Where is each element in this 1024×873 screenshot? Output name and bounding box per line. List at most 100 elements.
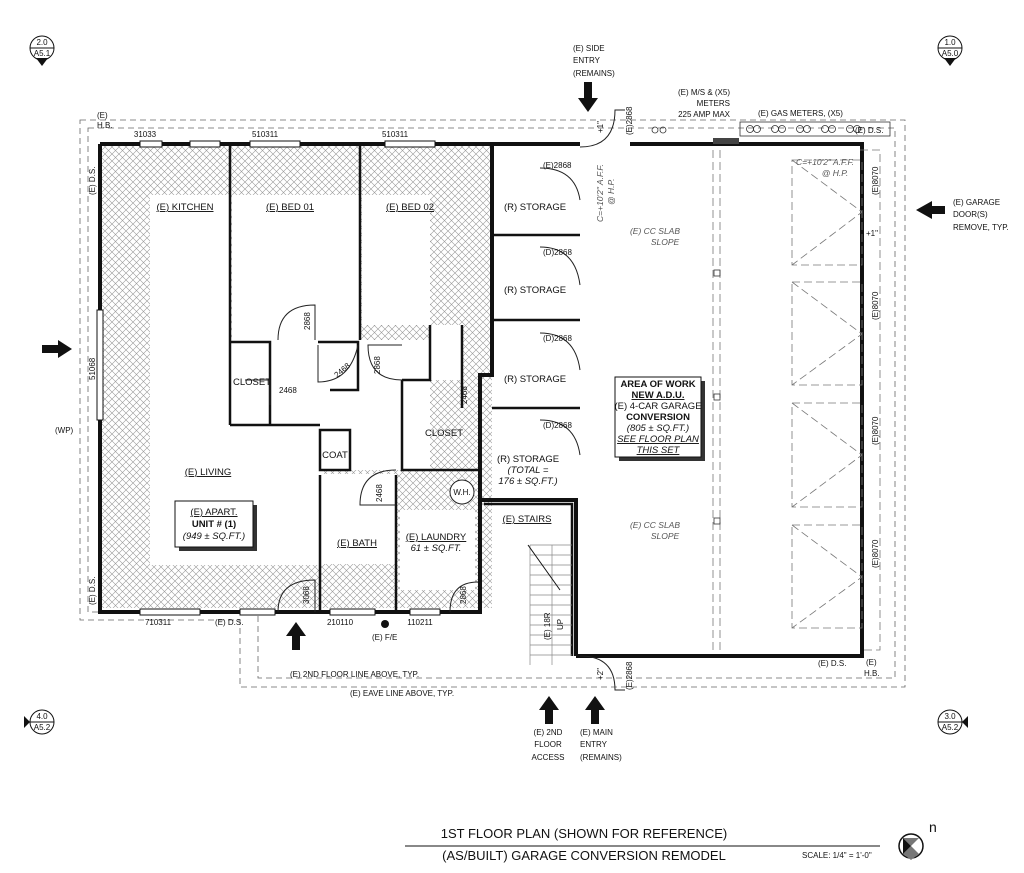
work-line2: NEW A.D.U. xyxy=(632,390,685,401)
svg-text:H.B.: H.B. xyxy=(864,669,880,678)
wh-label: W.H. xyxy=(453,488,470,497)
svg-text:(E)8070: (E)8070 xyxy=(871,291,880,320)
room-labels: (E) KITCHEN (E) BED 01 (E) BED 02 CLOSET… xyxy=(157,202,567,554)
storage-total-1: (TOTAL = xyxy=(508,465,549,476)
svg-text:2468: 2468 xyxy=(279,386,297,395)
svg-text:225 AMP MAX: 225 AMP MAX xyxy=(678,110,731,119)
svg-text:@ H.P.: @ H.P. xyxy=(822,168,848,178)
svg-text:(E) D.S.: (E) D.S. xyxy=(818,659,846,668)
svg-text:ENTRY: ENTRY xyxy=(580,740,608,749)
room-living: (E) LIVING xyxy=(185,467,231,478)
section-marker-bl: 4.0 A5.2 xyxy=(24,709,55,735)
svg-text:ENTRY: ENTRY xyxy=(573,56,601,65)
svg-text:(E) GARAGE: (E) GARAGE xyxy=(953,198,1000,207)
svg-text:(E) D.S.: (E) D.S. xyxy=(855,126,883,135)
svg-text:SLOPE: SLOPE xyxy=(651,531,680,541)
title-block: 1ST FLOOR PLAN (SHOWN FOR REFERENCE) (AS… xyxy=(405,819,937,863)
svg-text:SLOPE: SLOPE xyxy=(651,237,680,247)
hatched-floor xyxy=(102,146,492,608)
exterior-wall-garage xyxy=(492,142,864,658)
svg-text:(E) MAIN: (E) MAIN xyxy=(580,728,613,737)
arrow-main-entry xyxy=(585,696,605,724)
svg-text:(E) 2ND FLOOR LINE ABOVE, TYP.: (E) 2ND FLOOR LINE ABOVE, TYP. xyxy=(290,670,419,679)
svg-text:+1": +1" xyxy=(596,121,605,133)
room-storage-4: (R) STORAGE xyxy=(497,454,559,465)
work-line7: THIS SET xyxy=(637,445,681,456)
storage-total-2: 176 ± SQ.FT.) xyxy=(498,476,557,487)
arrow-side-entry xyxy=(578,82,598,112)
svg-text:(E): (E) xyxy=(97,111,108,120)
unit-line3: (949 ± SQ.FT.) xyxy=(183,531,245,542)
svg-text:ACCESS: ACCESS xyxy=(532,753,565,762)
svg-text:2468: 2468 xyxy=(375,484,384,502)
svg-text:2868: 2868 xyxy=(373,356,382,374)
windows xyxy=(96,140,441,616)
svg-text:(E) M/S & (X5): (E) M/S & (X5) xyxy=(678,88,730,97)
svg-text:(E) 18R: (E) 18R xyxy=(543,612,552,640)
svg-text:(D)2868: (D)2868 xyxy=(543,334,572,343)
exterior-annotations: (E) SIDE ENTRY (REMAINS) (E) M/S & (X5) … xyxy=(55,44,1009,762)
svg-text:210110: 210110 xyxy=(327,618,354,627)
svg-text:51068: 51068 xyxy=(88,357,97,380)
room-storage-3: (R) STORAGE xyxy=(504,374,566,385)
section-marker-tr: 1.0 A5.0 xyxy=(937,35,963,66)
room-storage-2: (R) STORAGE xyxy=(504,285,566,296)
svg-text:(E) D.S.: (E) D.S. xyxy=(215,618,243,627)
svg-text:2.0: 2.0 xyxy=(36,38,48,47)
svg-text:(E) D.S.: (E) D.S. xyxy=(88,577,97,605)
svg-text:2468: 2468 xyxy=(460,386,469,404)
svg-text:110211: 110211 xyxy=(407,618,433,627)
svg-text:REMOVE, TYP.: REMOVE, TYP. xyxy=(953,223,1009,232)
unit-line1: (E) APART. xyxy=(190,507,237,518)
second-floor-line xyxy=(87,127,896,679)
room-storage-1: (R) STORAGE xyxy=(504,202,566,213)
garage-notes: C=+10'2" A.F.F. @ H.P. C=+10'2" A.F.F. @… xyxy=(543,121,878,680)
water-heater xyxy=(449,479,475,505)
section-marker-br: 3.0 A5.2 xyxy=(937,709,968,735)
room-laundry: (E) LAUNDRY xyxy=(406,532,467,543)
svg-text:+1": +1" xyxy=(866,229,878,238)
svg-text:4.0: 4.0 xyxy=(36,712,48,721)
eave-line xyxy=(79,119,906,688)
door-window-tags: 31033 510311 510311 710311 210110 110211… xyxy=(88,106,880,690)
svg-text:H.B.: H.B. xyxy=(97,121,113,130)
svg-text:(REMAINS): (REMAINS) xyxy=(573,69,615,78)
unit-box: (E) APART. UNIT # (1) (949 ± SQ.FT.) xyxy=(174,500,257,551)
scale-label: SCALE: 1/4" = 1'-0" xyxy=(802,851,872,860)
work-area-box: AREA OF WORK NEW A.D.U. (E) 4-CAR GARAGE… xyxy=(614,376,705,461)
room-bed01: (E) BED 01 xyxy=(266,202,314,213)
room-laundry-area: 61 ± SQ.FT. xyxy=(411,543,462,554)
svg-text:(D)2868: (D)2868 xyxy=(543,421,572,430)
room-coat: COAT xyxy=(322,450,348,461)
svg-text:(D)2868: (D)2868 xyxy=(543,248,572,257)
svg-text:A5.2: A5.2 xyxy=(34,723,51,732)
svg-text:(E) SIDE: (E) SIDE xyxy=(573,44,605,53)
arrow-garage-doors xyxy=(916,201,945,219)
svg-text:(E)8070: (E)8070 xyxy=(871,166,880,195)
svg-text:(E): (E) xyxy=(866,658,877,667)
svg-text:(E) CC SLAB: (E) CC SLAB xyxy=(630,226,680,236)
north-label: n xyxy=(929,819,937,835)
arrow-west xyxy=(42,340,72,358)
svg-text:FLOOR: FLOOR xyxy=(534,740,562,749)
svg-text:31033: 31033 xyxy=(134,130,157,139)
svg-text:710311: 710311 xyxy=(145,618,172,627)
svg-text:2868: 2868 xyxy=(459,586,468,604)
work-line6: SEE FLOOR PLAN xyxy=(617,434,699,445)
svg-text:(E)2868: (E)2868 xyxy=(625,661,634,690)
svg-text:A5.1: A5.1 xyxy=(34,49,51,58)
svg-text:(E) GAS METERS, (X5): (E) GAS METERS, (X5) xyxy=(758,109,843,118)
room-closet-2: CLOSET xyxy=(425,428,463,439)
unit-line2: UNIT # (1) xyxy=(192,519,236,530)
exterior-wall-west xyxy=(98,144,400,614)
svg-text:(E)8070: (E)8070 xyxy=(871,416,880,445)
room-bath: (E) BATH xyxy=(337,538,377,549)
svg-text:(E) CC SLAB: (E) CC SLAB xyxy=(630,520,680,530)
room-closet-1: CLOSET xyxy=(233,377,271,388)
svg-text:(E) F/E: (E) F/E xyxy=(372,633,397,642)
svg-text:(E) D.S.: (E) D.S. xyxy=(88,167,97,195)
svg-text:+2": +2" xyxy=(596,668,605,680)
svg-text:(E)2868: (E)2868 xyxy=(625,106,634,135)
garage-features xyxy=(651,121,891,651)
